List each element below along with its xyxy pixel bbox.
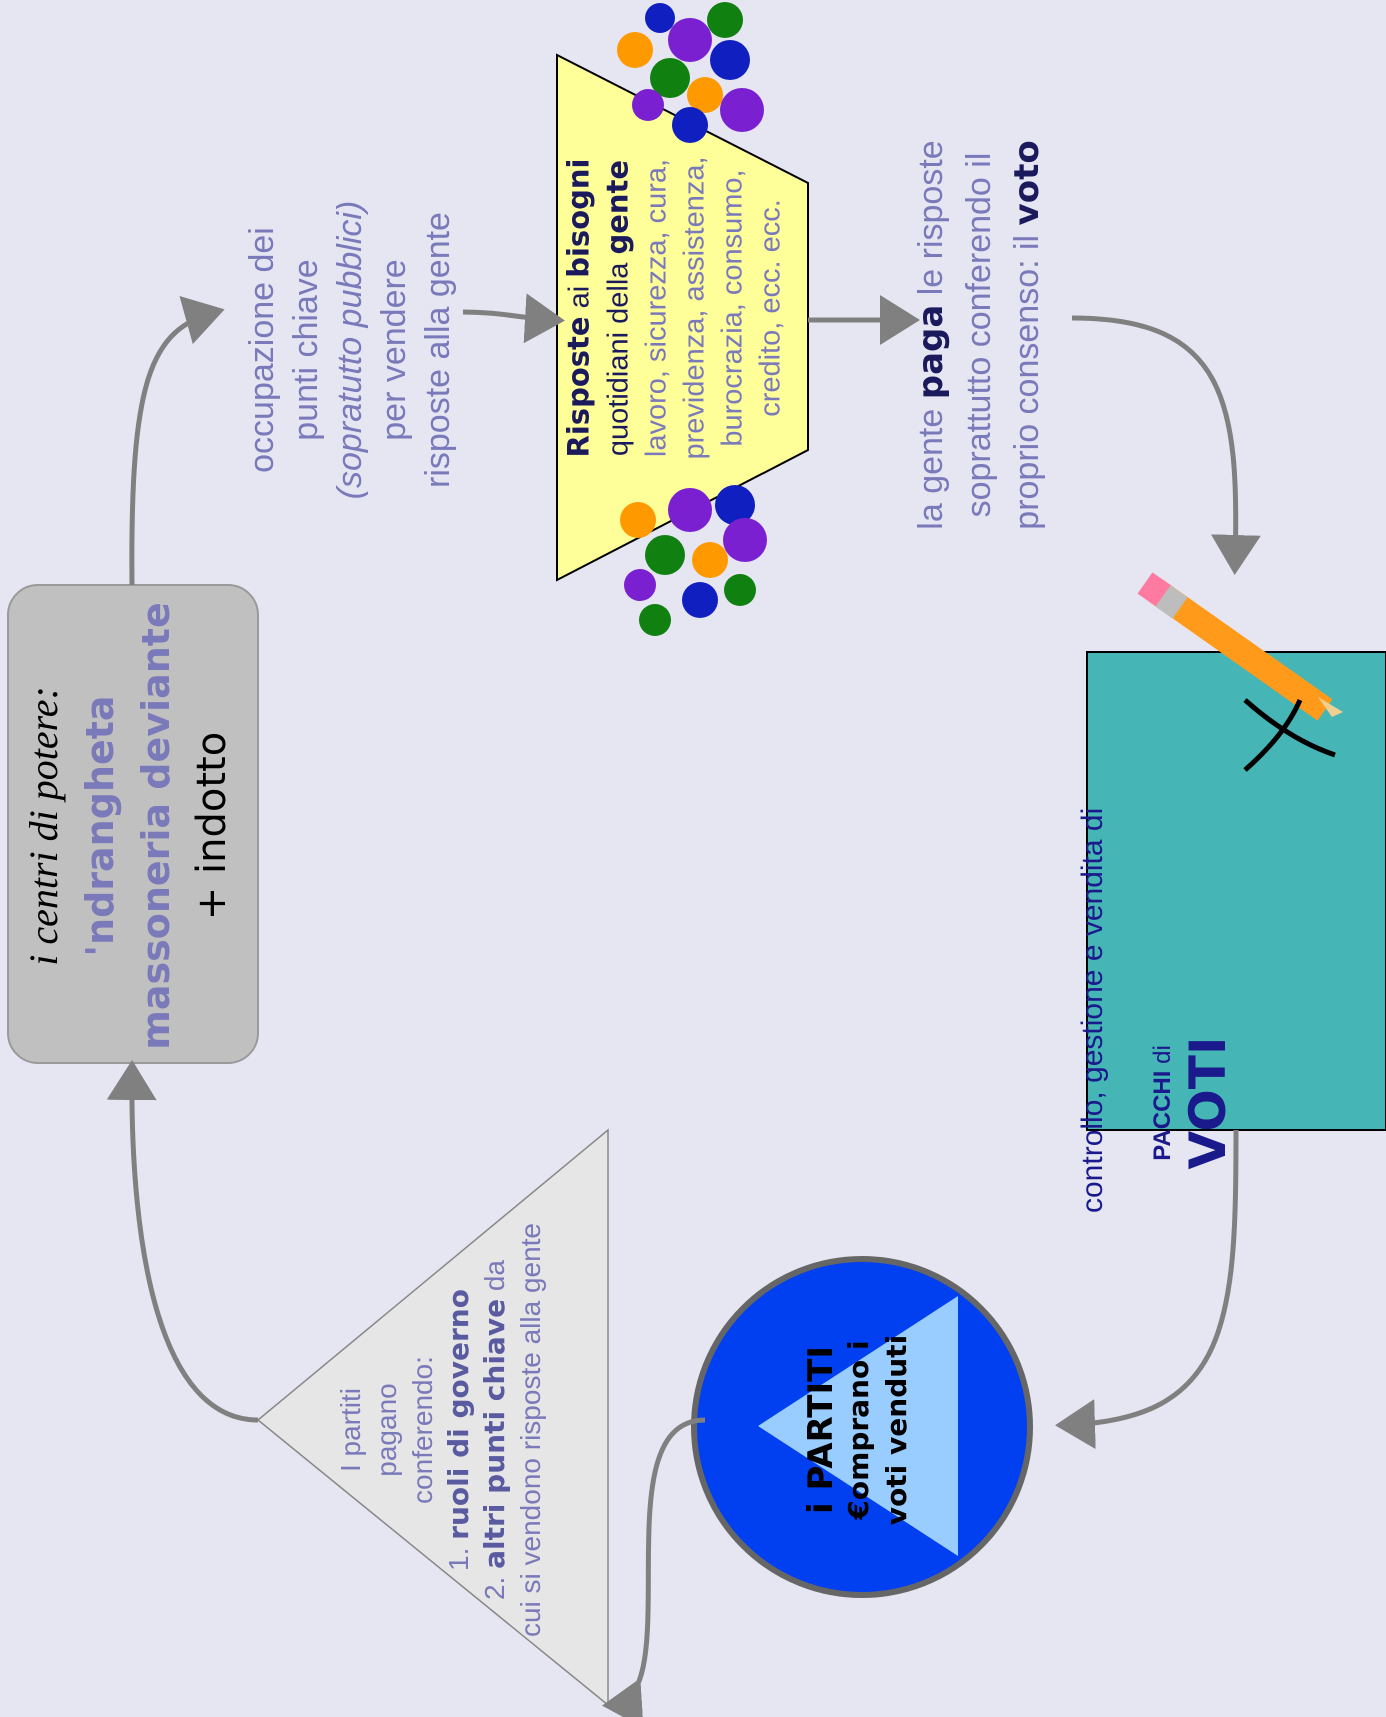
people-pays-line-1: la gente paga le risposte <box>907 115 955 555</box>
parties-pay-line-3: conferendo: <box>407 1356 438 1504</box>
occupation-line-4: per vendere <box>375 259 413 441</box>
needs-line-4: previdenza, assistenza, <box>678 156 711 460</box>
parties-pay-triangle <box>256 1128 609 1707</box>
needs-title-ai: ai <box>563 277 596 317</box>
power-box-ndrangheta: 'ndrangheta <box>78 695 122 957</box>
people-group-icon <box>617 2 764 143</box>
arrow-triangle-to-power <box>106 1060 259 1423</box>
power-box-text: i centri di potere: 'ndrangheta massoner… <box>12 586 256 1066</box>
people-pays-line-3-a: proprio consenso: il <box>1008 225 1046 530</box>
occupation-line-3: (sopratutto pubblici) <box>331 200 369 500</box>
power-box-title: i centri di potere: <box>21 686 66 966</box>
needs-title-bisogni: bisogni <box>561 158 596 278</box>
parties-pay-line-6: cui si vendono risposte alla gente <box>515 1222 546 1638</box>
parties-pay-altri: altri punti chiave <box>478 1298 511 1569</box>
people-pays-voto: voto <box>1007 140 1047 226</box>
parties-pay-text: I partiti pagano conferendo: 1. ruoli di… <box>333 1195 553 1665</box>
arrow-votes-to-parties <box>1055 1129 1239 1450</box>
votes-box-text: controllo, gestione e vendita di PACCHI … <box>1076 733 1276 1213</box>
parties-partiti: PARTITI <box>801 1346 841 1491</box>
people-pays-line-3: proprio consenso: il voto <box>1003 115 1051 555</box>
needs-line-5: burocrazia, consumo, <box>716 169 749 447</box>
occupation-text: occupazione dei punti chiave (sopratutto… <box>240 150 460 550</box>
votes-box <box>1086 651 1386 1131</box>
parties-pay-line-4-a: 1. <box>443 1539 474 1571</box>
needs-line-2-gente: gente <box>600 159 635 255</box>
people-group-icon-2 <box>620 485 767 636</box>
needs-line-6: credito, ecc. ecc. <box>754 199 787 417</box>
needs-line-2: quotidiani della gente <box>599 96 638 521</box>
parties-inner-triangle <box>758 1296 958 1556</box>
people-pays-line-1-c: le risposte <box>912 140 950 305</box>
occupation-line-5: risposte alla gente <box>419 212 457 488</box>
needs-box <box>556 53 809 582</box>
needs-line-2-a: quotidiani della <box>602 254 635 457</box>
votes-di: di <box>1149 1045 1176 1071</box>
parties-text: i PARTITI €omprano i voti venduti <box>801 1310 922 1550</box>
people-pays-line-1-a: la gente <box>912 399 950 530</box>
votes-line-1: controllo, gestione e vendita di <box>1076 807 1109 1213</box>
needs-title-risposte: Risposte <box>561 316 596 458</box>
arrow-parties-to-triangle <box>602 1417 706 1717</box>
votes-line-2: PACCHI di <box>1148 993 1178 1213</box>
parties-pay-line-4: 1. ruoli di governo <box>441 1195 477 1665</box>
needs-title: Risposte ai bisogni <box>560 96 599 521</box>
people-pays-paga: paga <box>911 304 951 400</box>
parties-line-2: €omprano i <box>842 1340 875 1520</box>
occupation-line-1: occupazione dei <box>243 227 281 473</box>
parties-pay-line-5: 2. altri punti chiave da <box>477 1195 513 1665</box>
parties-i: i <box>801 1490 841 1514</box>
people-pays-line-2: soprattutto conferendo il <box>960 152 998 518</box>
needs-line-3: lavoro, sicurezza, cura, <box>640 158 673 458</box>
parties-pay-line-5-c: da <box>479 1260 510 1299</box>
pencil-icon <box>1137 572 1343 721</box>
needs-box-text: Risposte ai bisogni quotidiani della gen… <box>560 96 800 521</box>
power-box-massoneria: massoneria deviante <box>134 602 178 1050</box>
parties-line-3: voti venduti <box>880 1334 913 1526</box>
arrow-power-to-occupation <box>129 295 225 586</box>
x-mark-icon <box>1243 698 1336 772</box>
people-pays-text: la gente paga le risposte soprattutto co… <box>907 115 1057 555</box>
parties-pay-ruoli: ruoli di governo <box>442 1289 475 1540</box>
arrow-occupation-to-needs <box>462 293 565 344</box>
parties-pay-line-5-a: 2. <box>479 1568 510 1601</box>
occupation-line-2: punti chiave <box>287 259 325 441</box>
parties-pay-line-2: pagano <box>371 1383 402 1477</box>
power-box-indotto: + indotto <box>189 731 235 921</box>
parties-line-1: i PARTITI <box>801 1310 841 1550</box>
arrow-people-to-votes <box>1071 315 1261 575</box>
votes-pacchi: PACCHI <box>1149 1070 1176 1161</box>
parties-pay-line-1: I partiti <box>335 1387 366 1473</box>
votes-line-3: VOTI <box>1179 1036 1237 1170</box>
